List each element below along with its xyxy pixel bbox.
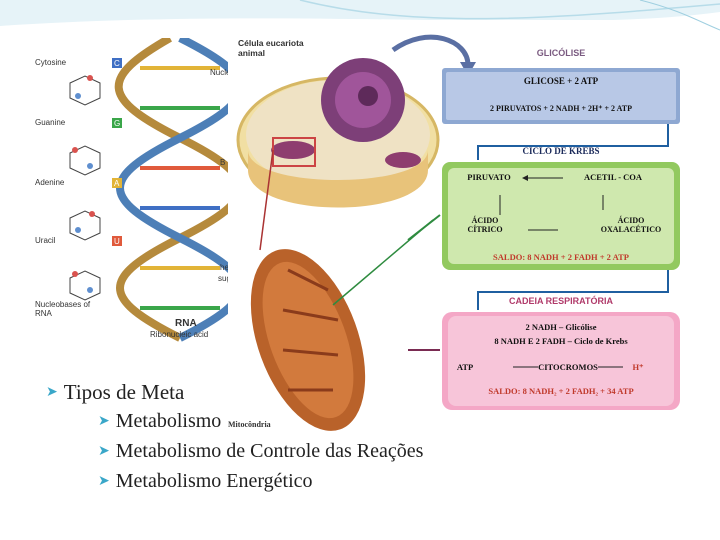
bullet-sub-1: ➤ Metabolismo xyxy=(98,406,686,436)
cadeia-saldo: SALDO: 8 NADH₂ + 2 FADH₂ + 34 ATP xyxy=(488,386,634,396)
cadeia-title: CADEIA RESPIRATÓRIA xyxy=(508,296,613,306)
cadeia-citocromos: CITOCROMOS xyxy=(538,362,598,372)
bullet-main: ➤ Tipos de Meta xyxy=(46,378,686,406)
bullet-main-text: Tipos de Meta xyxy=(63,379,185,404)
glicolise-input: GLICOSE + 2 ATP xyxy=(523,76,599,86)
bullet-sub-2-text: Metabolismo de Controle das Reações xyxy=(115,439,424,462)
krebs-acetil: ACETIL - COA xyxy=(583,172,643,182)
cell-title: Célula eucariota animal xyxy=(238,38,304,58)
base-code-u: U xyxy=(114,237,120,246)
bullet-sub-1-text: Metabolismo xyxy=(115,409,222,432)
bullet-sub-2: ➤ Metabolismo de Controle das Reações xyxy=(98,436,686,466)
rna-title: RNA xyxy=(175,318,197,329)
bullet-sub-3-text: Metabolismo Energético xyxy=(115,469,313,492)
bullet-arrow-icon: ➤ xyxy=(98,443,110,459)
base-code-g: G xyxy=(114,119,121,128)
header-decoration xyxy=(0,0,720,31)
bullet-arrow-icon: ➤ xyxy=(98,473,110,489)
bullet-sub-3: ➤ Metabolismo Energético xyxy=(98,466,686,496)
side-label-b: B xyxy=(220,158,226,167)
krebs-citrico: ÁCIDO CÍTRICO xyxy=(467,216,503,234)
cell-illustration xyxy=(228,20,690,435)
cadeia-line2: 8 NADH E 2 FADH – Ciclo de Krebs xyxy=(494,336,628,346)
rna-subtitle: Ribonucleic acid xyxy=(150,330,209,339)
rna-diagram: Cytosine Guanine Adenine Uracil C G A U … xyxy=(30,34,260,343)
base-label-adenine: Adenine xyxy=(35,178,65,187)
krebs-oxalacetico: ÁCIDO OXALACÉTICO xyxy=(600,216,662,234)
base-code-c: C xyxy=(114,59,120,68)
base-label-cytosine: Cytosine xyxy=(35,58,67,67)
bullet-arrow-icon: ➤ xyxy=(46,384,58,400)
bullet-list: ➤ Tipos de Meta ➤ Metabolismo ➤ Metaboli… xyxy=(46,378,686,496)
base-code-a: A xyxy=(114,179,120,188)
cadeia-atp: ATP xyxy=(456,362,474,372)
base-label-uracil: Uracil xyxy=(35,236,56,245)
krebs-piruvato: PIRUVATO xyxy=(467,172,511,182)
side-label-he: he xyxy=(220,263,229,272)
mitochondria-label: Mitocôndria xyxy=(228,420,271,429)
cellular-respiration-diagram: Célula eucariota animal Mitocôndria GLIC… xyxy=(228,20,690,435)
glicolise-title: GLICÓLISE xyxy=(536,48,586,58)
nucleobases-caption: Nucleobases of RNA xyxy=(35,300,91,318)
rna-structure-image xyxy=(69,34,244,342)
glicolise-output: 2 PIRUVATOS + 2 NADH + 2H⁺ + 2 ATP xyxy=(490,104,632,113)
cadeia-line1: 2 NADH – Glicólise xyxy=(525,322,597,332)
krebs-saldo: SALDO: 8 NADH + 2 FADH + 2 ATP xyxy=(493,252,629,262)
krebs-title: CICLO DE KREBS xyxy=(522,146,600,156)
side-label-nucle: Nucle xyxy=(210,68,231,77)
bullet-arrow-icon: ➤ xyxy=(98,413,110,429)
cadeia-h: H⁺ xyxy=(632,362,644,372)
base-label-guanine: Guanine xyxy=(35,118,66,127)
